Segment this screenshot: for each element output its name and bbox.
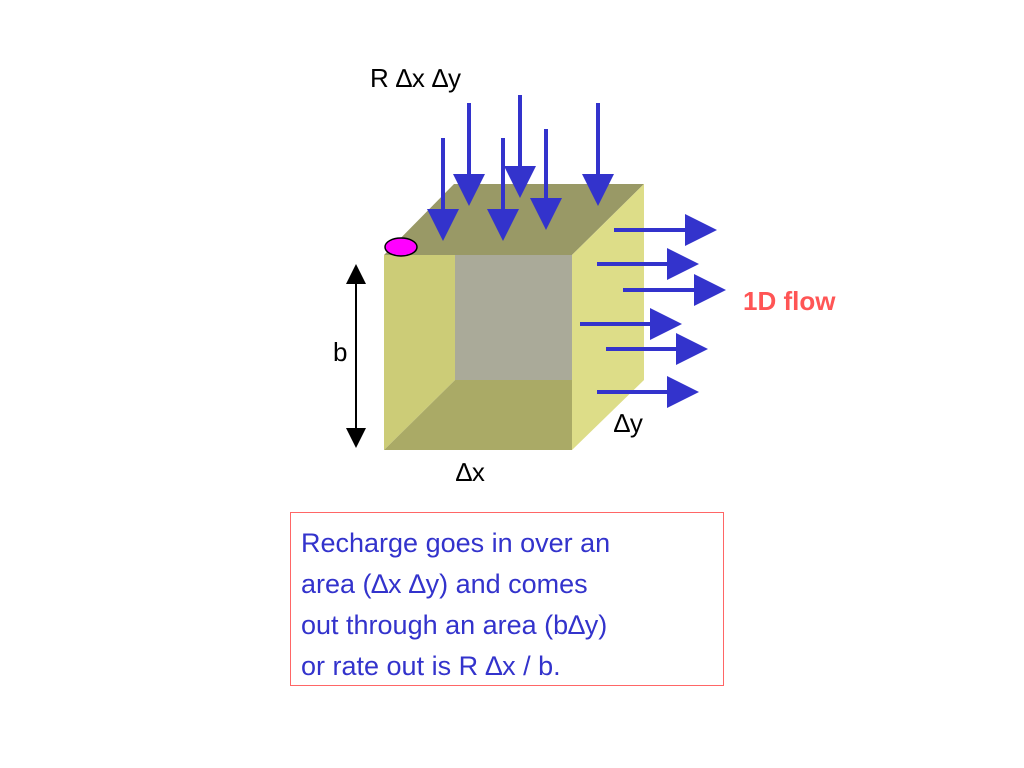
cube-left-wall xyxy=(384,255,455,450)
explanation-note: Recharge goes in over an area (∆x ∆y) an… xyxy=(290,512,724,686)
recharge-arrows xyxy=(427,95,614,241)
depth-label: ∆y xyxy=(614,408,643,438)
note-line: area (∆x ∆y) and comes xyxy=(301,569,588,599)
width-label: ∆x xyxy=(456,457,485,487)
recharge-label: R ∆x ∆y xyxy=(370,63,461,93)
cube-bottom-face xyxy=(384,380,572,450)
note-line: out through an area (b∆y) xyxy=(301,610,608,640)
flow-label: 1D flow xyxy=(743,286,836,316)
note-line: Recharge goes in over an xyxy=(301,528,611,558)
note-line: or rate out is R ∆x / b. xyxy=(301,651,561,681)
cube-back-wall xyxy=(455,255,572,380)
cube-right-wall xyxy=(572,184,644,450)
outflow-arrows xyxy=(580,214,726,408)
height-label: b xyxy=(333,337,347,367)
corner-marker xyxy=(384,237,418,257)
